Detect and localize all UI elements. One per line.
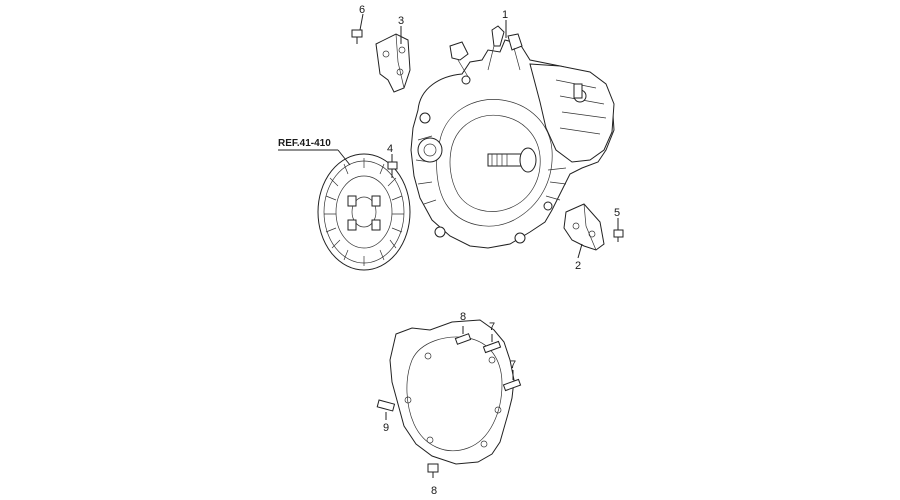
callout-8-upper: 8	[460, 311, 466, 323]
bolt-9[interactable]	[376, 399, 396, 420]
callout-6: 6	[359, 4, 365, 16]
callout-3: 3	[398, 15, 404, 27]
transaxle-cover-plate[interactable]	[389, 319, 515, 465]
callout-4: 4	[387, 143, 393, 155]
ref-leader	[337, 149, 351, 166]
bolt-5[interactable]	[613, 229, 624, 242]
input-shaft	[487, 153, 523, 167]
bolt-7-upper[interactable]	[482, 334, 502, 354]
callout-7-upper: 7	[489, 321, 495, 333]
callout-1: 1	[502, 9, 508, 21]
bolt-7-lower[interactable]	[502, 370, 522, 392]
callout-2: 2	[575, 260, 581, 272]
ref-label: REF.41-410	[278, 138, 331, 149]
mounting-bracket-lower[interactable]	[563, 203, 605, 251]
callout-5: 5	[614, 207, 620, 219]
clutch-disc[interactable]	[317, 153, 411, 271]
bolt-6[interactable]	[351, 29, 363, 44]
leader-lines	[359, 13, 619, 259]
callout-9: 9	[383, 422, 389, 434]
bolt-8-upper[interactable]	[454, 326, 472, 345]
transaxle-assembly[interactable]	[410, 25, 615, 249]
mounting-bracket-upper[interactable]	[375, 33, 411, 93]
bolt-8-lower[interactable]	[427, 463, 439, 478]
callout-7-lower: 7	[510, 359, 516, 371]
callout-8-lower: 8	[431, 485, 437, 497]
